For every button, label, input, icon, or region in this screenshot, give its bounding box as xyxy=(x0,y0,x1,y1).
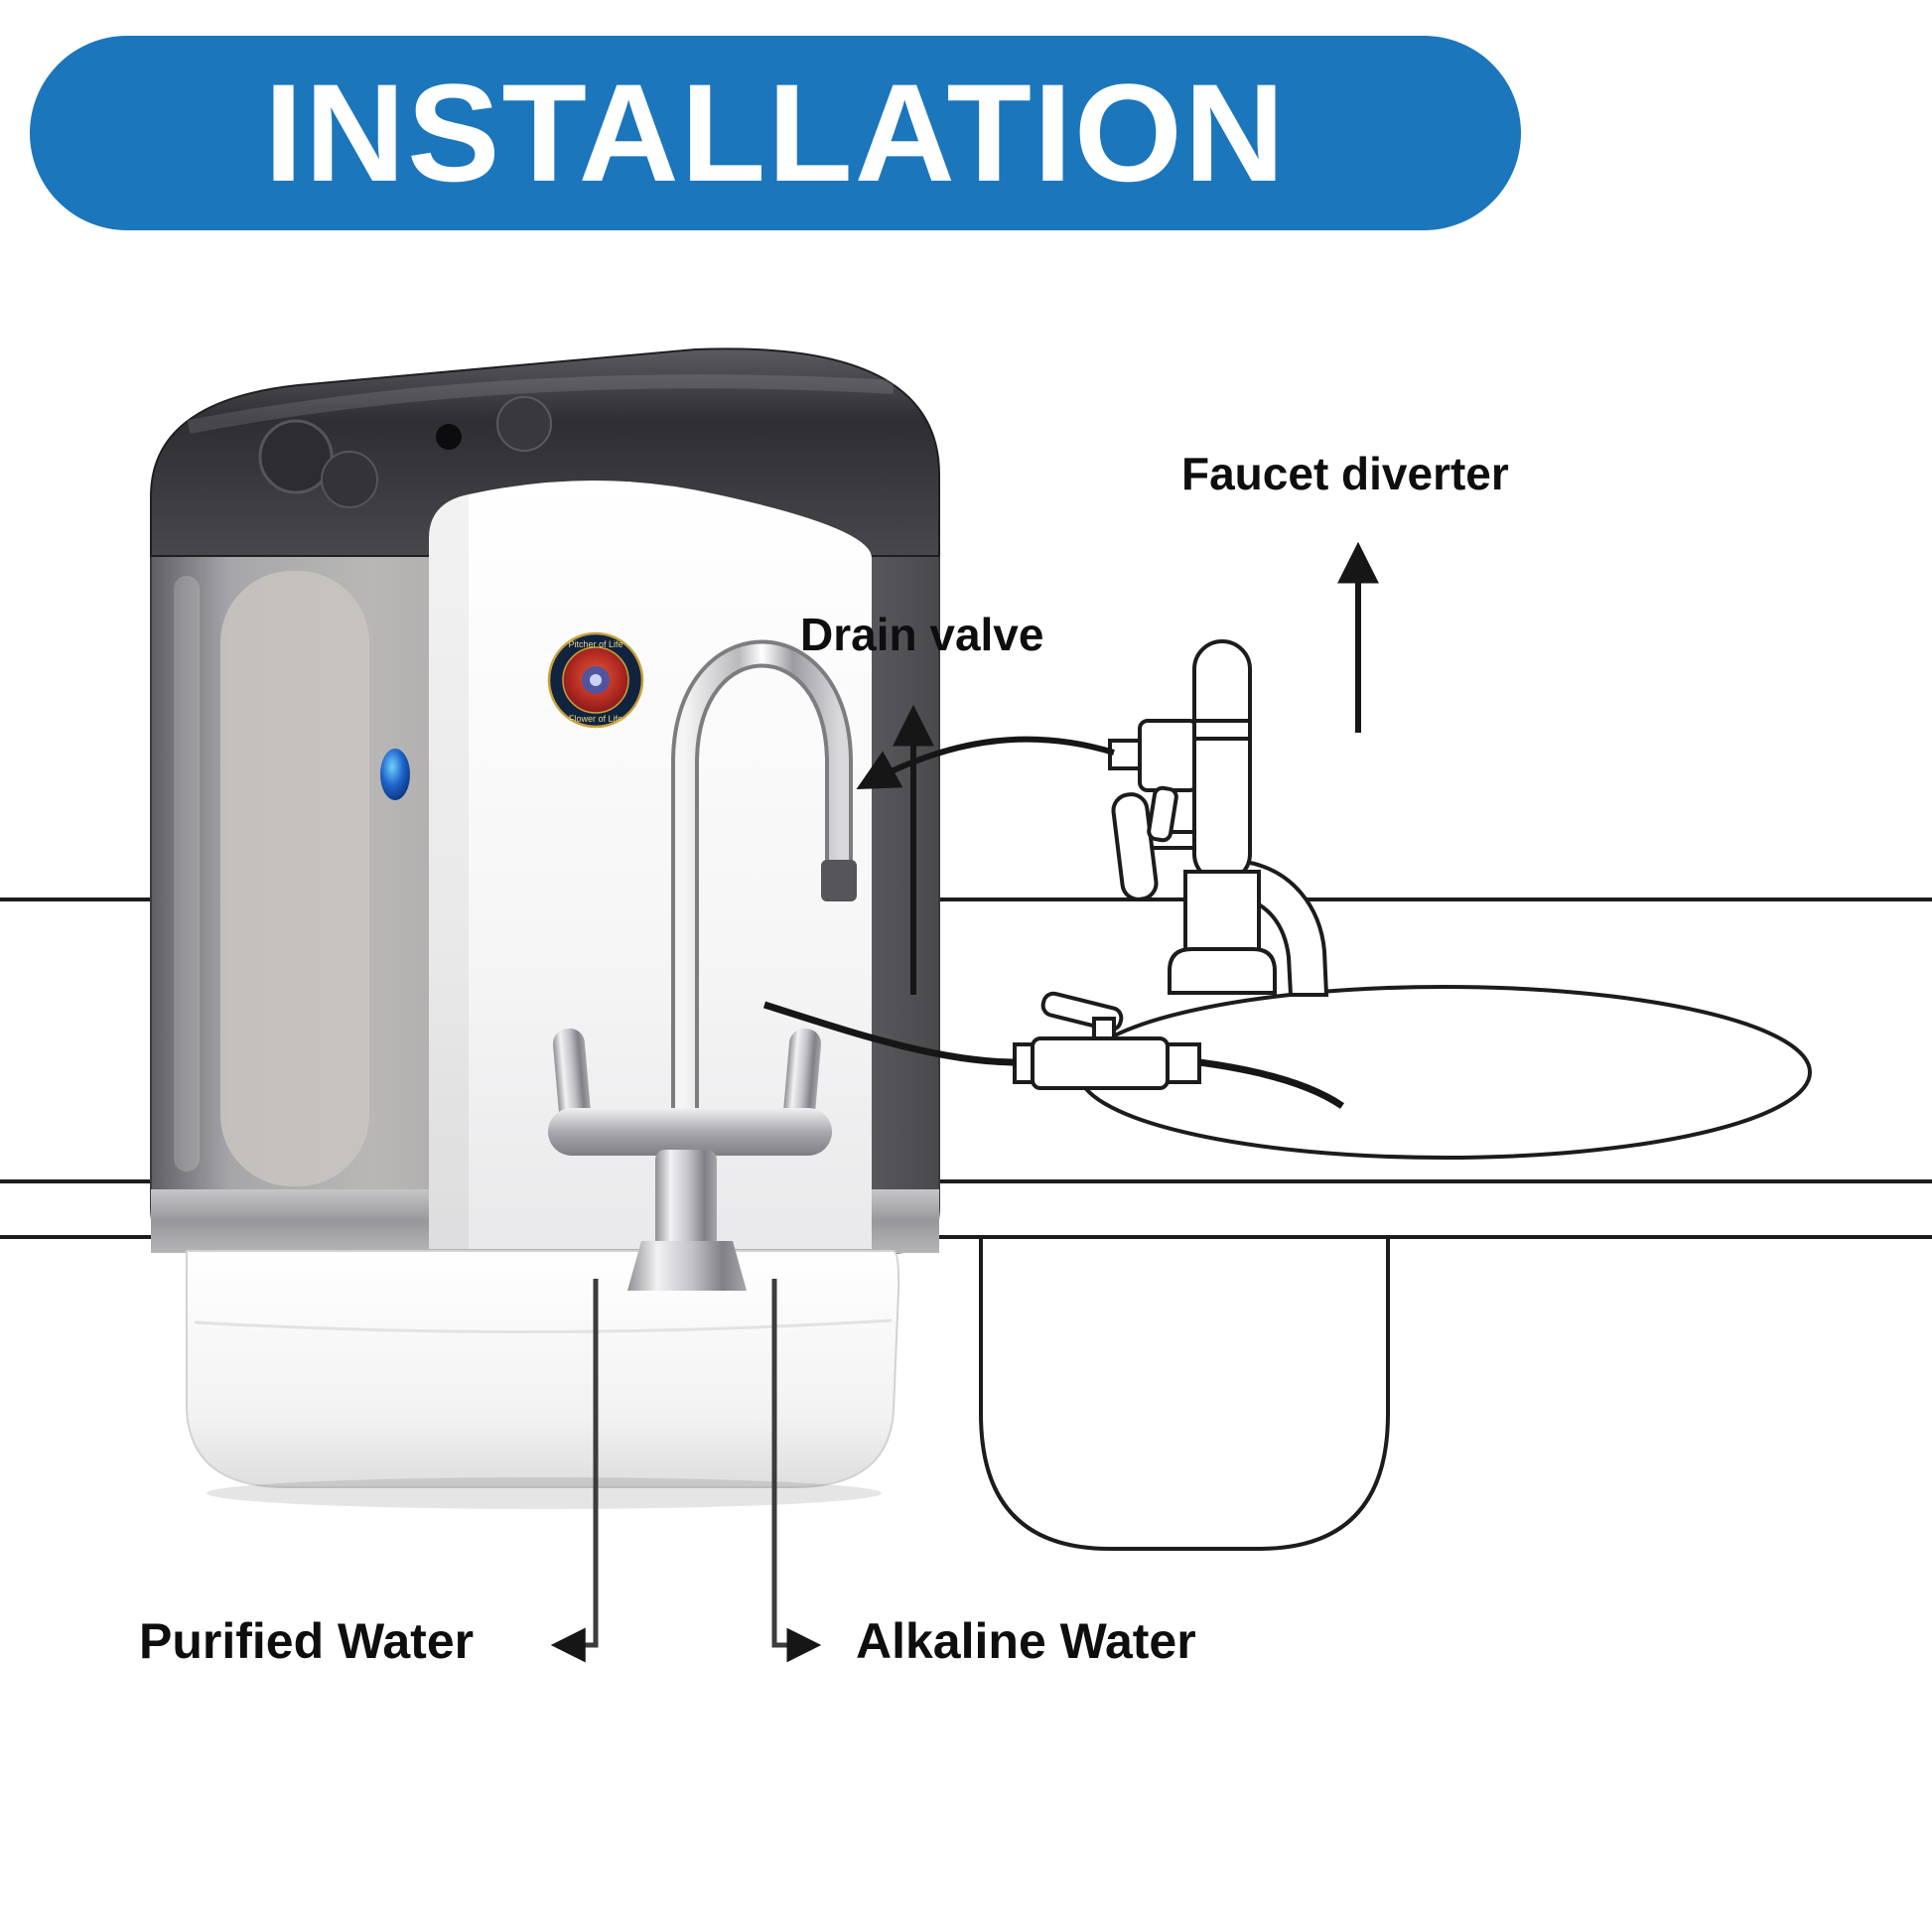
badge-bottom-text: Flower of Life xyxy=(569,714,622,724)
under-counter-basin xyxy=(979,1239,1390,1551)
lid-gloss-highlight xyxy=(187,374,895,434)
faucet-spout xyxy=(1238,859,1329,997)
label-purified-water: Purified Water xyxy=(139,1613,475,1669)
ionizer-base xyxy=(186,1241,900,1509)
faucet-base-flange xyxy=(1168,947,1277,995)
title-banner: INSTALLATION xyxy=(30,36,1521,230)
lid-vent-hole xyxy=(436,424,462,450)
faucet-lower-body xyxy=(1183,870,1261,955)
badge-top-text: Pitcher of Life xyxy=(568,639,622,649)
base-shadow xyxy=(207,1477,882,1509)
brand-badge: Pitcher of Life Flower of Life xyxy=(547,631,644,729)
base-seam xyxy=(194,1318,893,1334)
faucet-lever-handle xyxy=(1111,792,1159,901)
alkaline-water-lever xyxy=(782,1029,822,1128)
water-ionizer-product: Pitcher of Life Flower of Life xyxy=(150,347,940,1509)
drain-hose xyxy=(762,1001,1018,1066)
lid-cap-small xyxy=(321,451,378,508)
drain-valve-line-art xyxy=(1013,991,1201,1090)
diverter-hose-barb xyxy=(1108,739,1144,770)
label-faucet-diverter: Faucet diverter xyxy=(1181,448,1509,499)
power-button xyxy=(380,749,410,800)
lid-cap-center xyxy=(496,396,552,452)
column-flange xyxy=(627,1241,747,1291)
faucet-diverter-fitting xyxy=(1138,719,1199,843)
drain-valve-body xyxy=(1031,1036,1170,1090)
sink-hose xyxy=(1198,1058,1344,1109)
dual-spout-levers xyxy=(548,1029,832,1253)
label-drain-valve: Drain valve xyxy=(800,609,1044,660)
panel-edge-shade xyxy=(429,494,469,1249)
diverter-hose xyxy=(856,736,1115,790)
faucet-column xyxy=(655,1150,717,1253)
purified-water-leader-arrow xyxy=(550,1279,599,1663)
kitchen-faucet-line-art xyxy=(1108,639,1329,997)
spout-nozzle xyxy=(821,860,857,901)
tank-glass-highlight xyxy=(174,576,200,1172)
label-alkaline-water: Alkaline Water xyxy=(856,1613,1196,1669)
filter-cartridge xyxy=(220,571,369,1186)
purified-water-lever xyxy=(552,1029,592,1128)
lid-cap-large xyxy=(258,419,334,494)
page-title: INSTALLATION xyxy=(264,55,1287,210)
ionizer-front-panel xyxy=(429,481,872,1249)
hoses-and-arrows xyxy=(550,541,1379,1663)
lever-crossbar xyxy=(548,1108,832,1156)
gooseneck-spout xyxy=(671,639,857,1156)
alkaline-water-leader-arrow xyxy=(771,1279,822,1663)
faucet-body xyxy=(1192,639,1252,884)
